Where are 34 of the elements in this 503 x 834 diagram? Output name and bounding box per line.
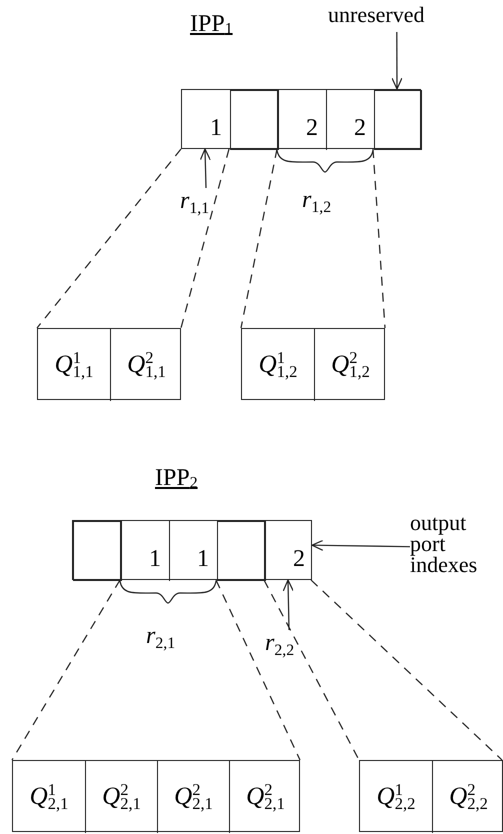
port-array — [181, 89, 421, 149]
queue-row — [359, 760, 503, 832]
port-index: 2 — [293, 547, 305, 571]
annotation-text: unreserved — [328, 6, 500, 32]
range-label: r$_{2,2}$ — [265, 630, 313, 656]
port-index: 2 — [354, 116, 366, 140]
port-index: 1 — [149, 547, 161, 571]
port-index: 2 — [306, 116, 318, 140]
dashed-line — [240, 148, 278, 328]
array-cell — [73, 521, 121, 581]
dashed-line — [180, 148, 230, 328]
port-array — [72, 520, 312, 580]
dashed-line — [372, 148, 386, 328]
array-cell — [230, 90, 278, 150]
arrow — [391, 32, 403, 90]
port-index: 1 — [197, 547, 209, 571]
range-label: r$_{1,2}$ — [302, 188, 332, 216]
queue-row — [37, 328, 181, 400]
dashed-line — [263, 580, 360, 760]
array-cell — [374, 90, 422, 150]
dashed-line — [36, 148, 182, 328]
dashed-line — [215, 580, 301, 760]
arrow — [282, 579, 294, 630]
dashed-line — [310, 580, 502, 760]
arrow — [311, 540, 410, 551]
array-cell — [217, 521, 265, 581]
port-index: 1 — [210, 116, 222, 140]
annotation-text: output port indexes — [410, 514, 503, 590]
range-label: r$_{1,1}$ — [180, 188, 232, 214]
queue-row — [12, 760, 300, 832]
dashed-line — [11, 580, 121, 760]
queue-row — [241, 328, 385, 400]
range-label: r$_{2,1}$ — [146, 624, 176, 652]
arrow — [200, 148, 211, 188]
